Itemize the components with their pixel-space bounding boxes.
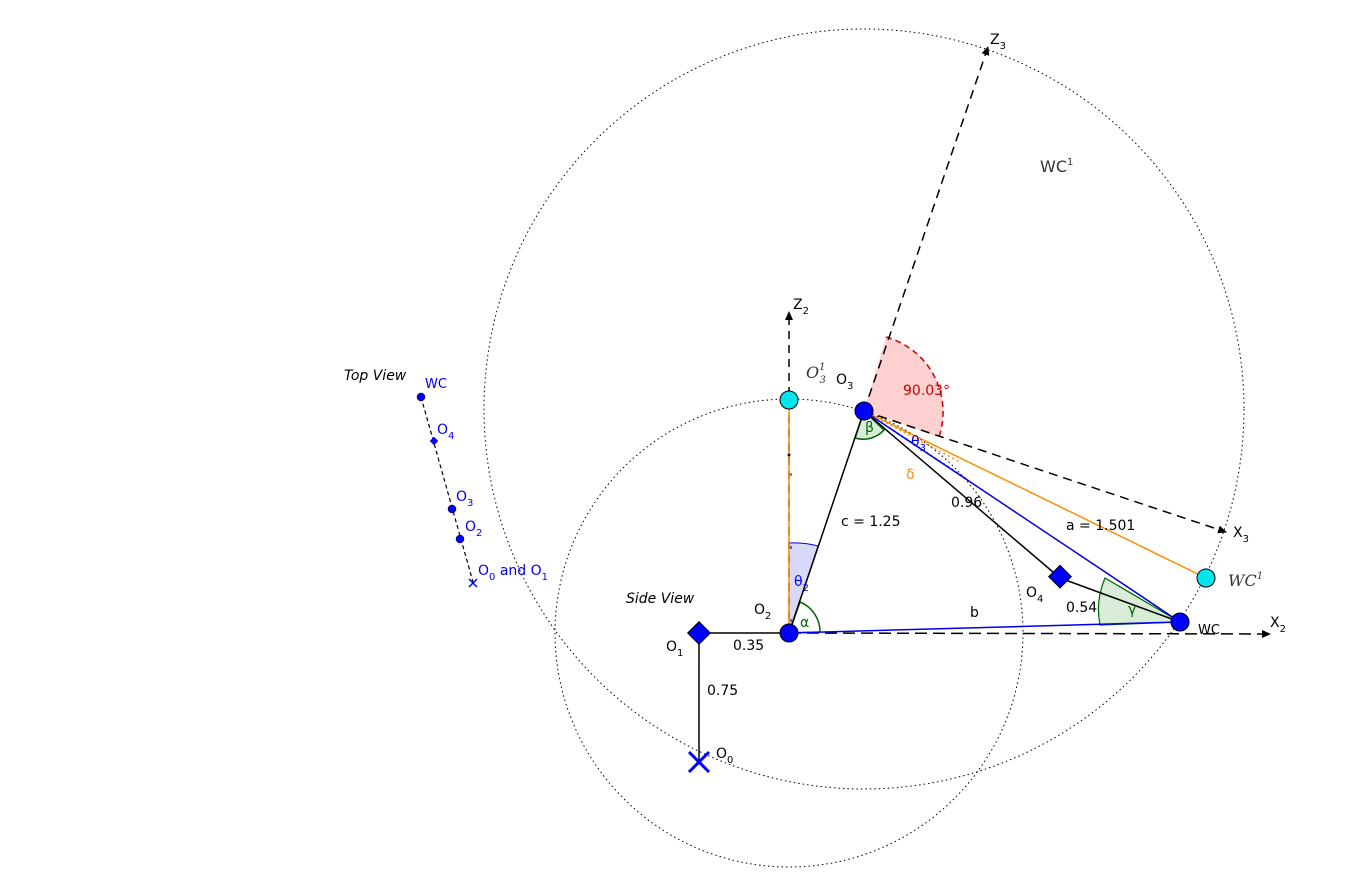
tv-point-o2 — [455, 534, 465, 544]
label-theta3: θ3 — [911, 434, 926, 454]
label-o0: O0 — [716, 746, 733, 766]
label-c-length: c = 1.25 — [841, 514, 901, 530]
tv-point-o3 — [447, 504, 457, 514]
tv-label-o2: O2 — [465, 519, 482, 539]
orange-dotted-line — [863, 410, 961, 463]
point-o0 — [687, 750, 711, 774]
tv-label-o0-o1: O0 and O1 — [478, 563, 548, 583]
tv-label-o3: O3 — [456, 489, 473, 509]
link-o3-o4 — [863, 410, 1061, 579]
label-len-075: 0.75 — [707, 683, 738, 699]
blue-dotted-theta3 — [863, 410, 969, 481]
label-alpha: α — [800, 615, 809, 631]
label-len-035: 0.35 — [733, 638, 764, 654]
tv-point-wc — [416, 392, 426, 402]
label-gamma: γ — [1128, 602, 1136, 618]
label-len-096: 0.96 — [951, 495, 982, 511]
label-delta: δ — [906, 467, 915, 483]
point-wc1-top — [779, 390, 799, 410]
label-a-length: a = 1.501 — [1066, 518, 1135, 534]
label-wc: WC — [1198, 623, 1220, 638]
tv-label-o4: O4 — [437, 422, 454, 442]
point-wc — [1170, 612, 1190, 632]
link-o2-o3 — [788, 410, 865, 634]
label-beta: β — [865, 420, 874, 436]
label-o2: O2 — [754, 602, 771, 622]
workspace-circle-small — [554, 398, 1024, 868]
x3-axis — [863, 410, 1227, 534]
point-o4 — [1047, 564, 1073, 589]
point-wc1-right — [1196, 568, 1216, 588]
tv-label-wc: WC — [425, 377, 447, 392]
label-o3: O3 — [836, 372, 853, 392]
label-z3: Z3 — [990, 32, 1006, 52]
label-wc1-top: WC1 — [1040, 157, 1073, 176]
x2-axis — [788, 629, 1271, 638]
label-angle-90: 90.03° — [903, 383, 950, 399]
z2-axis-dot — [787, 453, 791, 457]
link-o4-wc — [1059, 577, 1181, 623]
label-z2: Z2 — [793, 297, 809, 317]
label-len-054: 0.54 — [1066, 600, 1097, 616]
label-o1: O1 — [666, 639, 683, 659]
blue-line-b — [788, 621, 1181, 634]
label-wc1-right: WC1 — [1228, 571, 1263, 590]
angle-90-arc — [885, 336, 944, 438]
angle-90-sector — [864, 337, 944, 437]
label-x3: X3 — [1233, 525, 1249, 545]
point-o1 — [686, 620, 712, 646]
point-o2 — [779, 623, 799, 643]
label-x2: X2 — [1270, 615, 1286, 635]
workspace-circle-large — [483, 28, 1245, 790]
blue-line-o3-wc — [863, 410, 1181, 623]
label-theta2: θ2 — [794, 574, 809, 594]
alpha-sector — [787, 601, 821, 634]
label-o4: O4 — [1026, 585, 1043, 605]
label-b-length: b — [970, 605, 979, 621]
point-o3 — [854, 401, 874, 421]
z3-axis — [863, 46, 990, 412]
orange-line-to-wc1 — [863, 410, 1207, 579]
label-side-view: Side View — [626, 591, 695, 607]
tv-point-o0-o1 — [468, 578, 478, 588]
tv-point-o4 — [429, 436, 439, 446]
label-top-view: Top View — [344, 368, 407, 384]
